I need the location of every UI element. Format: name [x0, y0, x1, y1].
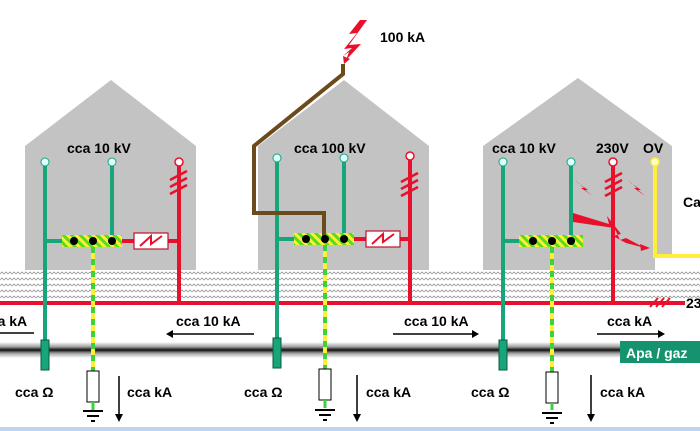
- cable-label: Ca: [683, 194, 700, 210]
- house-left-voltage: cca 10 kV: [67, 140, 131, 156]
- pipe-label: Apa / gaz: [626, 345, 687, 361]
- terminal-node-icon: [529, 237, 537, 245]
- bottom-band: [0, 427, 700, 431]
- house-right: [483, 78, 672, 270]
- arrow-left-icon: [166, 330, 254, 338]
- house-right-label-230v: 230V: [596, 140, 629, 156]
- arrow-right-icon: [597, 330, 665, 338]
- house-right-earth-current: cca kA: [600, 384, 645, 400]
- resistor-icon: [86, 370, 100, 403]
- resistor-icon: [318, 368, 332, 401]
- line-current-label-3: cca 10 kA: [404, 313, 469, 329]
- house-middle-voltage: cca 100 kV: [294, 140, 366, 156]
- terminal-node-icon: [608, 157, 618, 167]
- arrow-down-icon: [587, 375, 595, 422]
- strike-current-label: 100 kA: [380, 29, 425, 45]
- terminal-node-icon: [302, 235, 310, 243]
- phase-hash-icon: [649, 297, 671, 308]
- terminal-node-icon: [108, 237, 116, 245]
- pipe-label-box: [620, 341, 700, 363]
- terminal-node-icon: [498, 157, 508, 167]
- earth-electrode-icon: [272, 337, 282, 369]
- house-right-voltage: cca 10 kV: [492, 140, 556, 156]
- line-current-label-1: cca kA: [0, 313, 27, 329]
- earth-electrode-icon: [498, 339, 508, 371]
- house-middle-resistance: cca Ω: [244, 384, 282, 400]
- terminal-node-icon: [339, 153, 349, 163]
- terminal-node-icon: [89, 237, 97, 245]
- spark-icon: [573, 213, 650, 251]
- terminal-node-icon: [340, 235, 348, 243]
- house-middle-wiring: [252, 64, 419, 422]
- resistor-icon: [545, 371, 559, 404]
- line-current-label-2: cca 10 kA: [176, 313, 241, 329]
- terminal-node-icon: [40, 157, 50, 167]
- terminal-node-icon: [321, 235, 329, 243]
- house-middle-earth-current: cca kA: [366, 384, 411, 400]
- line-current-label-4: cca kA: [607, 313, 652, 329]
- terminal-node-icon: [566, 157, 576, 167]
- lightning-bolt-icon: [343, 20, 367, 64]
- utility-pipe: [0, 342, 640, 358]
- surge-arrester-icon: [365, 230, 401, 248]
- down-conductor: [252, 64, 345, 239]
- house-right-resistance: cca Ω: [471, 384, 509, 400]
- earth-electrode-icon: [40, 339, 50, 371]
- house-left-wiring: [40, 157, 188, 422]
- soil-band: [0, 270, 700, 302]
- ground-symbol-icon: [542, 412, 562, 424]
- terminal-node-icon: [107, 157, 117, 167]
- terminal-node-icon: [272, 153, 282, 163]
- arrow-right-icon: [393, 330, 479, 338]
- ground-symbol-icon: [315, 409, 335, 421]
- house-left-resistance: cca Ω: [15, 384, 53, 400]
- arrow-down-icon: [353, 375, 361, 422]
- arrow-down-icon: [115, 376, 123, 422]
- surge-arrester-icon: [133, 232, 169, 250]
- terminal-node-icon: [548, 237, 556, 245]
- ground-symbol-icon: [83, 410, 103, 422]
- terminal-node-icon: [70, 237, 78, 245]
- supply-voltage-label: 23: [686, 295, 700, 311]
- spark-icon: [575, 180, 645, 196]
- house-right-wiring: [498, 157, 700, 424]
- terminal-node-icon: [405, 151, 415, 161]
- terminal-node-icon: [567, 237, 575, 245]
- terminal-node-icon: [174, 157, 184, 167]
- terminal-node-icon: [650, 157, 660, 167]
- house-right-label-ov: OV: [643, 140, 664, 156]
- house-left-earth-current: cca kA: [127, 384, 172, 400]
- signal-line: [653, 162, 700, 258]
